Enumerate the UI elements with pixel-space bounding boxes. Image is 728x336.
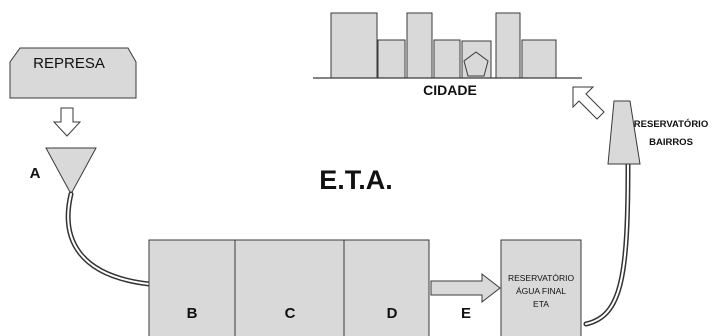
source-dam: REPRESA bbox=[9, 47, 137, 99]
pentagon-building bbox=[463, 51, 489, 77]
funnel-icon bbox=[45, 147, 97, 196]
treatment-stages: B C D bbox=[148, 239, 430, 336]
building bbox=[521, 39, 557, 79]
stage-b-label: B bbox=[187, 305, 198, 322]
building bbox=[330, 12, 378, 79]
final-reservoir-box bbox=[500, 239, 582, 336]
district-reservoir: RESERVATÓRIO BAIRROS bbox=[607, 100, 708, 165]
up-left-arrow-icon bbox=[572, 86, 605, 120]
stage-b-box bbox=[148, 239, 236, 336]
transfer-label: E bbox=[461, 305, 471, 322]
building bbox=[377, 39, 406, 79]
distribution-pipe bbox=[583, 161, 631, 327]
stage-d-label: D bbox=[387, 305, 398, 322]
down-arrow-icon bbox=[52, 107, 82, 137]
transfer-arrow: E bbox=[430, 272, 501, 322]
building bbox=[406, 12, 433, 79]
city: CIDADE bbox=[313, 12, 582, 98]
district-reservoir-line2: BAIRROS bbox=[649, 137, 693, 148]
intake-funnel: A bbox=[30, 147, 97, 196]
city-label: CIDADE bbox=[423, 82, 477, 98]
final-reservoir-line3: ETA bbox=[533, 299, 549, 309]
final-reservoir: RESERVATÓRIO ÁGUA FINAL ETA bbox=[500, 239, 582, 336]
reservoir-tower-icon bbox=[607, 100, 641, 165]
building bbox=[495, 12, 521, 79]
intake-pipe bbox=[65, 191, 152, 287]
diagram-title: E.T.A. bbox=[319, 165, 393, 195]
source-dam-shape bbox=[9, 47, 137, 99]
final-reservoir-line2: ÁGUA FINAL bbox=[516, 286, 566, 296]
stage-d-box bbox=[343, 239, 430, 336]
right-arrow-icon bbox=[430, 272, 501, 304]
district-reservoir-line1: RESERVATÓRIO bbox=[634, 118, 708, 130]
final-reservoir-line1: RESERVATÓRIO bbox=[508, 273, 575, 283]
source-dam-label: REPRESA bbox=[33, 55, 105, 72]
intake-label: A bbox=[30, 165, 41, 182]
stage-c-label: C bbox=[285, 305, 296, 322]
building bbox=[433, 39, 461, 79]
